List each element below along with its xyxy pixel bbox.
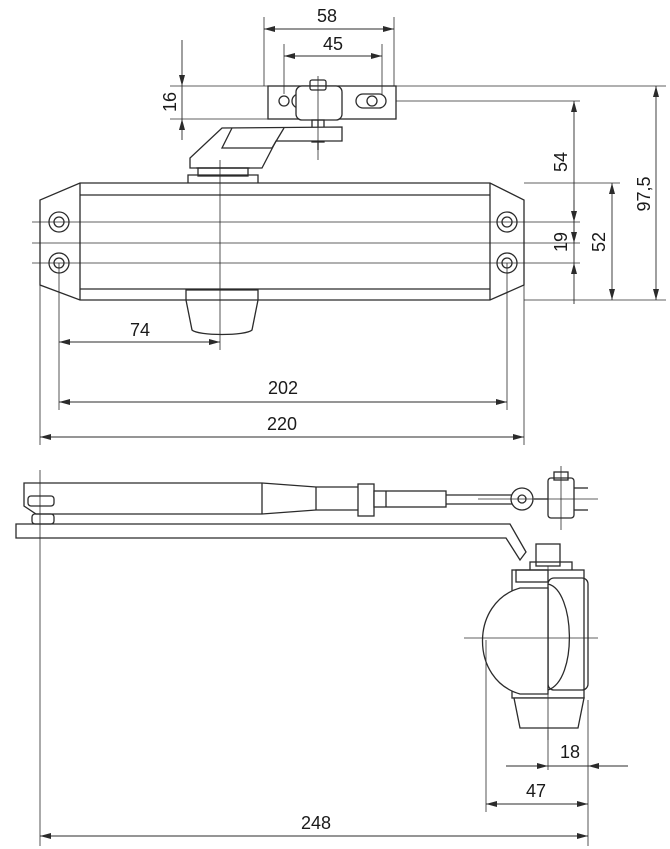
dim-45: 45 — [323, 34, 343, 54]
lower-pinion-cap — [185, 289, 259, 336]
bracket-hole-right — [366, 95, 378, 107]
dim-54: 54 — [551, 152, 571, 172]
side-view — [15, 466, 598, 740]
threaded-rod — [373, 490, 447, 508]
dim-248: 248 — [301, 813, 331, 833]
closer-body-outline — [39, 182, 525, 301]
side-dimensions: 18 47 248 — [39, 540, 628, 846]
dim-47: 47 — [526, 781, 546, 801]
pinion-dome — [481, 587, 549, 695]
adjusting-sleeve — [357, 483, 375, 517]
dim-19: 19 — [551, 232, 571, 252]
dim-97-5: 97,5 — [634, 176, 654, 211]
lower-arm — [15, 523, 527, 562]
bottom-cap — [513, 697, 585, 729]
top-view — [32, 76, 580, 350]
dim-202: 202 — [268, 378, 298, 398]
upper-arm — [23, 482, 361, 515]
dim-18: 18 — [560, 742, 580, 762]
dim-58: 58 — [317, 6, 337, 26]
top-dimensions: 58 45 16 54 97,5 19 52 74 202 220 — [39, 6, 666, 445]
bracket-nut — [295, 85, 343, 121]
dim-74: 74 — [130, 320, 150, 340]
dim-52: 52 — [589, 232, 609, 252]
bracket-slot-right — [355, 93, 387, 109]
dim-16: 16 — [160, 92, 180, 112]
dim-220: 220 — [267, 414, 297, 434]
bracket-hole-left — [278, 95, 290, 107]
